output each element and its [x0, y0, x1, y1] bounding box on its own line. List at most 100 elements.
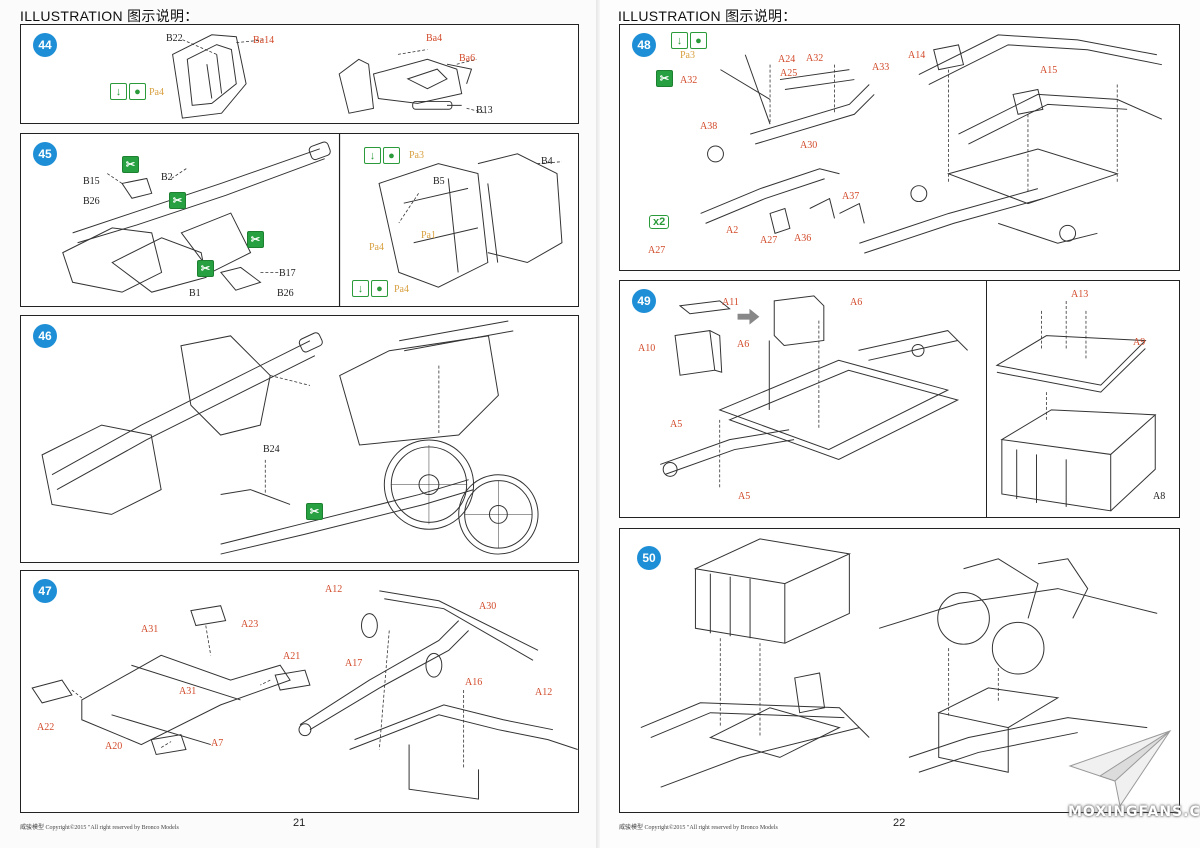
step-number-badge: 49: [632, 289, 656, 313]
part-label: A13: [1071, 289, 1089, 300]
part-label: B26: [277, 288, 294, 299]
step-50-panel: 50: [619, 528, 1180, 813]
part-label: A27: [760, 235, 778, 246]
quantity-multiplier: x2: [649, 215, 670, 229]
step-48-panel: 48 ↓ ● Pa3 ✂ A32 A24 A32 A25 A33 A38 A30…: [619, 24, 1180, 271]
part-label: B4: [541, 156, 553, 167]
step-49-box-panel: A13 A9 A8: [986, 280, 1180, 518]
glue-icon: ↓: [110, 83, 127, 100]
part-label: B22: [166, 33, 183, 44]
part-label: B17: [279, 268, 296, 279]
part-label: A20: [105, 741, 123, 752]
glue-icon: ↓: [364, 147, 381, 164]
part-label: A31: [179, 686, 197, 697]
cut-icon: ✂: [169, 192, 186, 209]
step-number-badge: 44: [33, 33, 57, 57]
part-label: Ba6: [459, 53, 476, 64]
step-46-drawing: [41, 320, 539, 555]
cut-icon: ✂: [247, 231, 264, 248]
part-label: A10: [638, 343, 656, 354]
step-49-drawing: [660, 295, 968, 490]
part-label: A24: [778, 54, 796, 65]
part-label: Pa4: [369, 242, 384, 253]
right-page: ILLUSTRATION 图示说明：: [600, 0, 1200, 848]
page-title: ILLUSTRATION 图示说明：: [20, 8, 199, 24]
part-label: A31: [141, 624, 159, 635]
cut-icon: ✂: [122, 156, 139, 173]
step-49-panel: 49 A11 A10 A6 A6 A5 A5: [619, 280, 987, 518]
part-label: Pa4: [149, 87, 164, 98]
glue-icon: ↓: [671, 32, 688, 49]
next-arrow-icon: [737, 308, 760, 325]
step-number-badge: 45: [33, 142, 57, 166]
part-label: B15: [83, 176, 100, 187]
part-label: A32: [806, 53, 824, 64]
part-label: A12: [535, 687, 553, 698]
part-label: A6: [850, 297, 863, 308]
part-label: B1: [189, 288, 201, 299]
part-label: Pa1: [421, 230, 436, 241]
part-label: A22: [37, 722, 55, 733]
part-label: A12: [325, 584, 343, 595]
part-label: Ba14: [253, 35, 275, 46]
watermark-text: MOXINGFANS.COM: [1068, 804, 1200, 820]
glue-icon: ↓: [352, 280, 369, 297]
part-label: B5: [433, 176, 445, 187]
part-label: A2: [726, 225, 739, 236]
part-label: Pa3: [680, 50, 695, 61]
part-label: A27: [648, 245, 666, 256]
part-label: Pa4: [394, 284, 409, 295]
paint-icon: ●: [690, 32, 707, 49]
part-label: A8: [1153, 491, 1166, 502]
step-49-box-drawing: [995, 301, 1157, 512]
part-label: B26: [83, 196, 100, 207]
step-47-panel: 47 A31 A23 A21 A31 A22 A20 A7 A12 A30 A1…: [20, 570, 579, 813]
step-44-drawing: [172, 34, 487, 119]
part-label: A16: [465, 677, 483, 688]
step-46-panel: 46 B24 ✂: [20, 315, 579, 563]
part-label: B2: [161, 172, 173, 183]
part-label: A33: [872, 62, 890, 73]
step-number-badge: 48: [632, 33, 656, 57]
part-label: A36: [794, 233, 812, 244]
part-label: A23: [241, 619, 259, 630]
part-label: A7: [211, 738, 224, 749]
part-label: A30: [800, 140, 818, 151]
cut-icon: ✂: [306, 503, 323, 520]
part-label: A11: [722, 297, 739, 308]
part-label: A37: [842, 191, 860, 202]
part-label: A15: [1040, 65, 1058, 76]
part-label: Pa3: [409, 150, 424, 161]
part-label: A25: [780, 68, 798, 79]
part-label: B24: [263, 444, 280, 455]
part-label: A14: [908, 50, 926, 61]
part-label: A5: [738, 491, 751, 502]
part-label: A30: [479, 601, 497, 612]
copyright-footer: 威骏模型 Copyright©2015 "All right reserved …: [20, 825, 179, 831]
part-label: A6: [737, 339, 750, 350]
paint-icon: ●: [383, 147, 400, 164]
page-number: 21: [293, 817, 306, 829]
watermark-logo: [1068, 730, 1172, 808]
part-label: Ba4: [426, 33, 443, 44]
step-number-badge: 50: [637, 546, 661, 570]
paint-icon: ●: [371, 280, 388, 297]
paint-icon: ●: [129, 83, 146, 100]
part-label: A38: [700, 121, 718, 132]
step-48-drawing: [700, 34, 1163, 254]
part-label: B13: [476, 105, 493, 116]
step-47-drawing: [31, 590, 578, 800]
step-number-badge: 46: [33, 324, 57, 348]
part-label: A17: [345, 658, 363, 669]
part-label: A21: [283, 651, 301, 662]
page-title: ILLUSTRATION 图示说明：: [618, 8, 797, 24]
part-label: A5: [670, 419, 683, 430]
part-label: A9: [1133, 337, 1146, 348]
step-44-panel: 44 B22 Ba14 ↓ ● Pa4 Ba4 Ba6 B13: [20, 24, 579, 124]
step-number-badge: 47: [33, 579, 57, 603]
copyright-footer: 威骏模型 Copyright©2015 "All right reserved …: [619, 825, 778, 831]
left-page: ILLUSTRATION 图示说明： 44 B22 Ba14 ↓ ●: [20, 8, 579, 831]
cut-icon: ✂: [197, 260, 214, 277]
step-45-panel: 45 ✂ ✂ ✂ ✂ B15 B2 B26 B17 B1 B26 ↓ ● Pa3…: [20, 133, 579, 307]
step-50-drawing: [640, 538, 1158, 788]
